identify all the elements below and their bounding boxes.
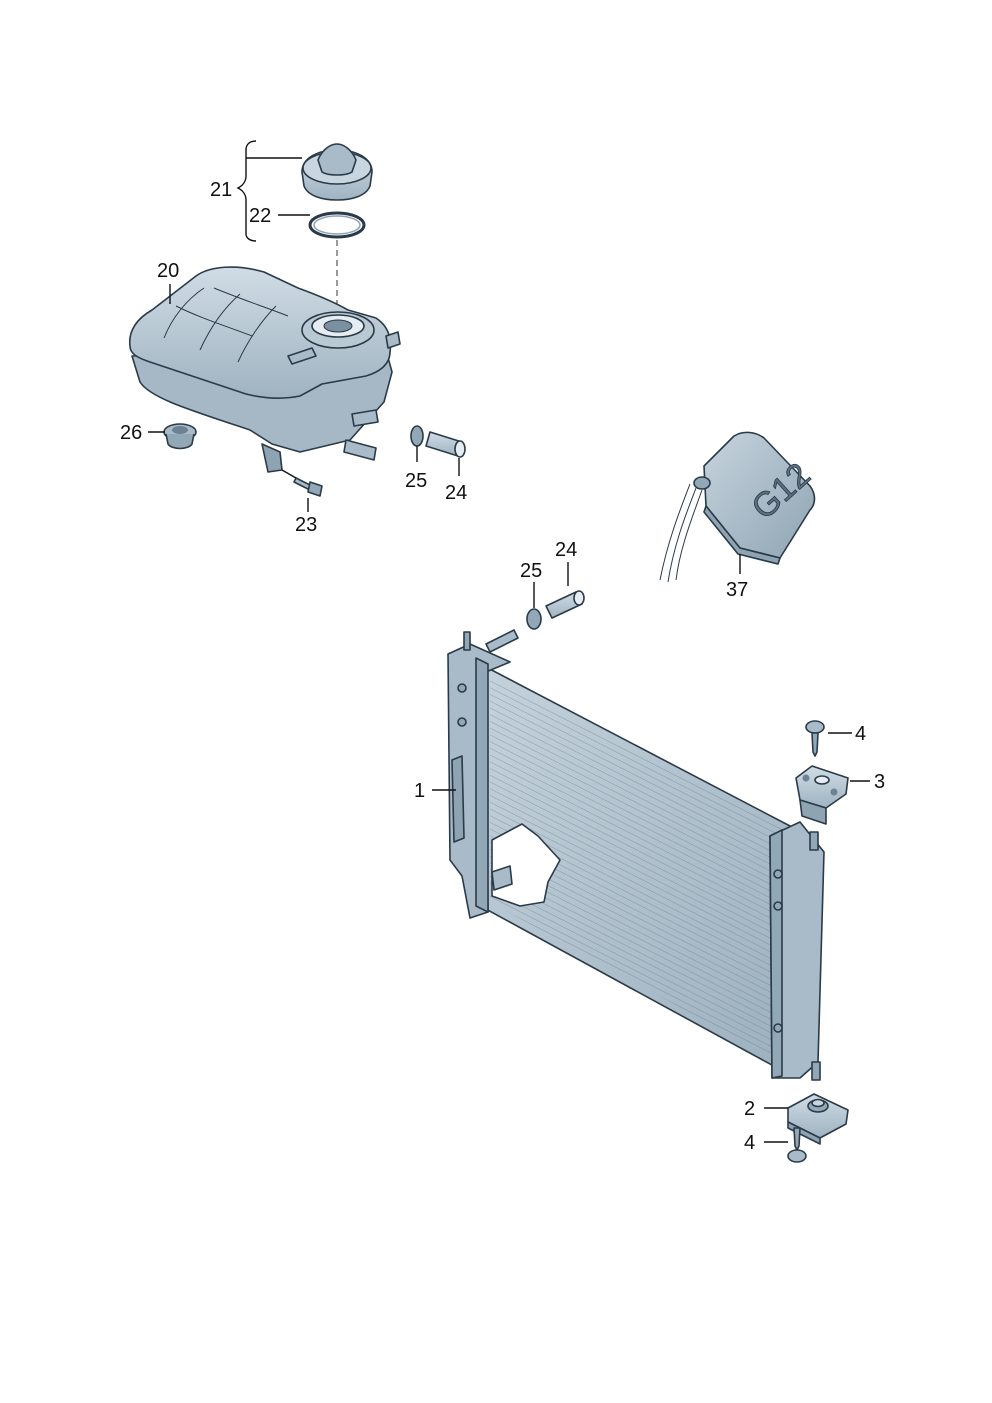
part-24-hose-tank: [425, 431, 466, 458]
part-24-hose-radiator: [545, 590, 585, 619]
label-1: 1: [414, 780, 425, 802]
part-20-coolant-expansion-tank: [128, 266, 401, 473]
part-4-screw-top: [805, 720, 825, 757]
part-4-screw-bottom: [787, 1127, 807, 1163]
label-23: 23: [295, 514, 317, 536]
part-3-upper-mount: [795, 765, 849, 825]
part-25-hose-clamp-tank: [410, 425, 424, 447]
part-22-seal-ring: [308, 211, 366, 239]
label-24-tank: 24: [445, 482, 467, 504]
label-37: 37: [726, 579, 748, 601]
label-2: 2: [744, 1098, 755, 1120]
part-25-hose-clamp-radiator: [526, 608, 542, 630]
label-4-bottom: 4: [744, 1132, 755, 1154]
label-20: 20: [157, 260, 179, 282]
label-25-radiator: 25: [520, 560, 542, 582]
part-37-coolant-can: G12: [659, 431, 818, 583]
label-4-top: 4: [855, 723, 866, 745]
label-26: 26: [120, 422, 142, 444]
label-21: 21: [210, 179, 232, 201]
part-23-bolt: [293, 477, 323, 497]
label-3: 3: [874, 771, 885, 793]
label-25-tank: 25: [405, 470, 427, 492]
part-21-filler-cap: [301, 143, 373, 201]
label-24-radiator: 24: [555, 539, 577, 561]
part-1-radiator: [447, 629, 825, 1081]
part-26-plug: [163, 423, 197, 450]
label-22: 22: [249, 205, 271, 227]
